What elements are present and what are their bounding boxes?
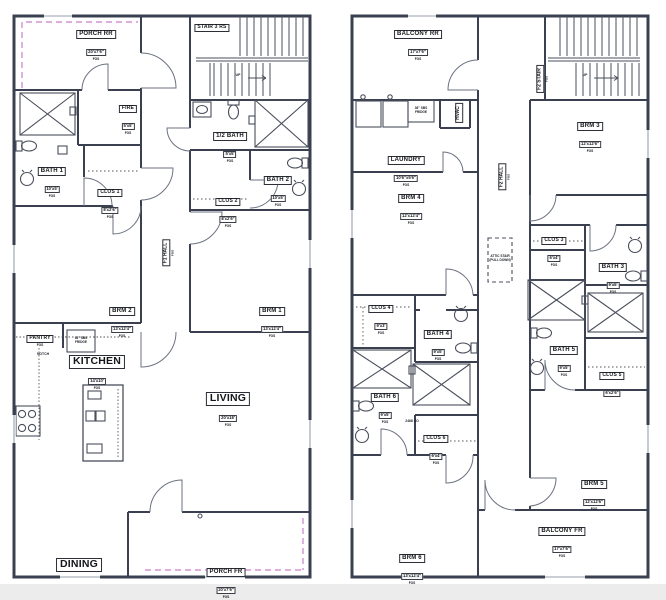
label-attic-stair: ATTIC STAIR(PULL DOWN) xyxy=(489,254,511,262)
floor1-stairs xyxy=(196,16,308,96)
range-cooktop xyxy=(15,405,41,437)
sink-bath1 xyxy=(19,169,35,187)
sink-bath4 xyxy=(453,305,469,323)
fridge-box-f2 xyxy=(407,99,435,123)
label-up-f2: UP xyxy=(582,73,588,77)
floor2-exterior-walls xyxy=(350,14,650,579)
up-arrow-f2 xyxy=(594,75,619,81)
page-bottom-band xyxy=(0,584,666,600)
floor1-interior-walls xyxy=(14,16,310,577)
floor2-doors xyxy=(380,59,617,511)
sink-bath5 xyxy=(529,358,545,376)
floor2-stairs xyxy=(548,16,640,96)
washer xyxy=(355,94,382,128)
shower-bath1 xyxy=(19,92,77,136)
shower-bath4 xyxy=(412,363,471,406)
shelf-bath1 xyxy=(57,145,68,155)
toilet-half-bath xyxy=(227,99,240,120)
toilet-bath6 xyxy=(352,400,375,412)
label-up-f1: UP xyxy=(235,73,241,77)
shower-half-bath xyxy=(248,99,309,148)
floor1-plan xyxy=(12,14,312,579)
sink-bath3 xyxy=(627,236,643,254)
toilet-bath1 xyxy=(15,140,38,152)
label-notch: NOTCH xyxy=(36,352,50,356)
porch-dashed-outline-f1 xyxy=(21,21,304,571)
floor2-fixtures xyxy=(352,94,648,444)
toilet-bath4 xyxy=(454,342,478,354)
vanity-half-bath xyxy=(192,101,212,118)
floor2-windows xyxy=(350,14,650,579)
sink-bath6 xyxy=(354,426,370,444)
porch-door-knob xyxy=(197,513,203,519)
sink-bath2 xyxy=(291,179,307,197)
floor1-exterior-walls xyxy=(12,14,312,579)
label-dining: DINING xyxy=(56,554,102,572)
shower-bath6 xyxy=(352,349,416,389)
floor1-windows xyxy=(12,14,312,579)
shower-bath5-a xyxy=(527,279,589,321)
toilet-bath2 xyxy=(286,157,309,169)
attic-stair-box xyxy=(487,237,513,283)
toilet-bath3 xyxy=(624,270,648,282)
shower-bath5-b xyxy=(587,292,644,333)
floor2-plan xyxy=(350,14,650,579)
up-arrow-f1 xyxy=(248,75,267,81)
label-stair-3: STAIR 3 RS xyxy=(194,15,230,33)
fridge-box-f1 xyxy=(66,329,96,353)
toilet-bath5 xyxy=(530,327,553,339)
label-hvac: HVAC xyxy=(446,103,464,123)
label-2468-co: 2468 CO xyxy=(405,419,419,423)
kitchen-island xyxy=(82,384,124,462)
